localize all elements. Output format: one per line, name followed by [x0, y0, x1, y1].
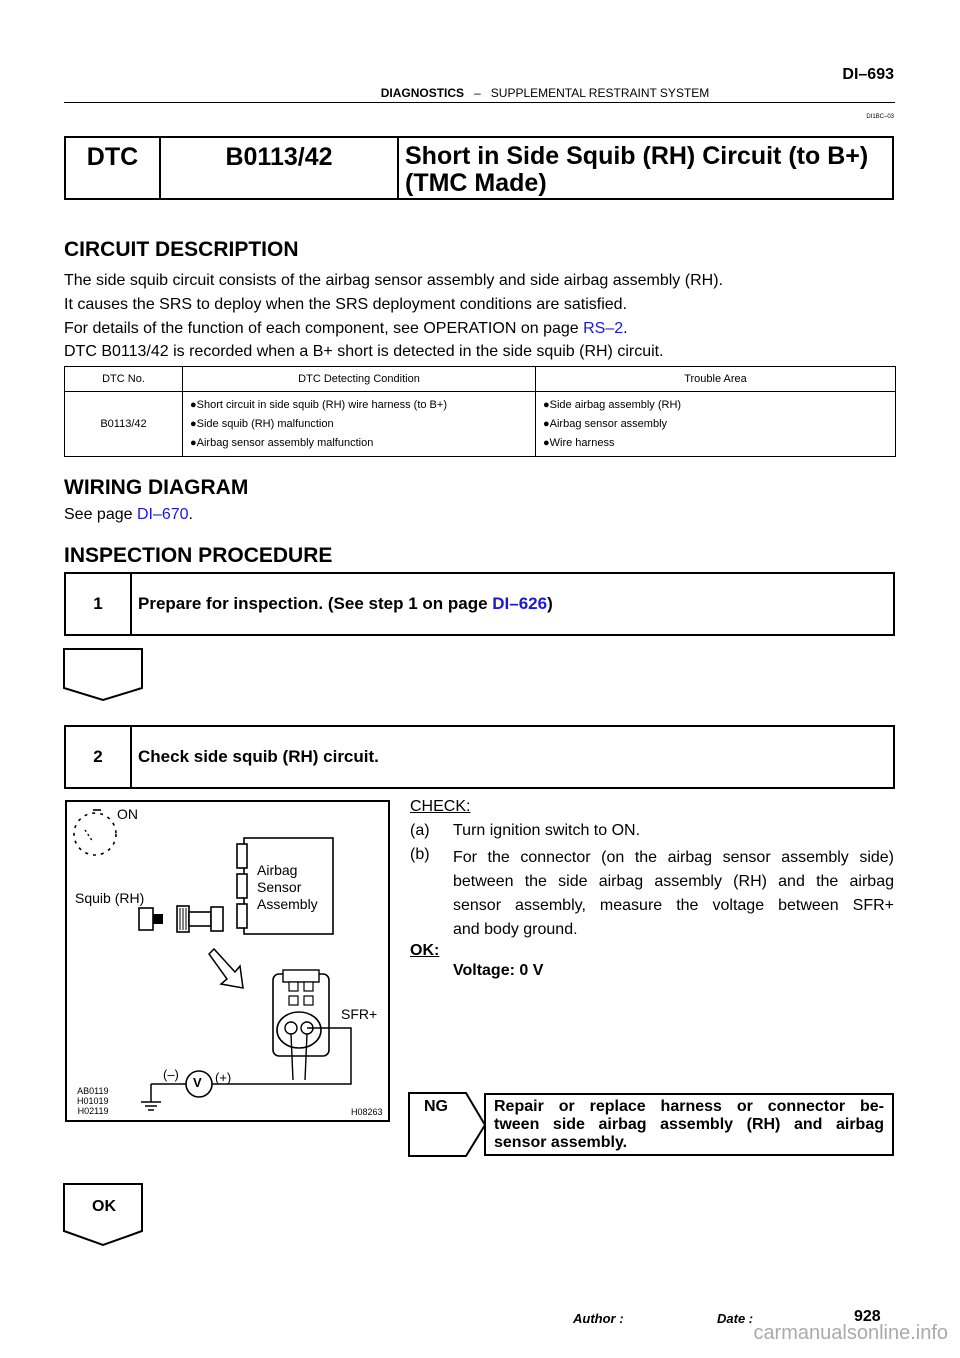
th-condition: DTC Detecting Condition	[182, 366, 536, 392]
check-b-line: and body ground.	[453, 921, 578, 938]
step-2-box: 2 Check side squib (RH) circuit.	[64, 725, 895, 789]
dtc-label: DTC	[66, 138, 161, 198]
fig-label-positive: (+)	[215, 1070, 232, 1085]
airbag-sensor-assembly-shape	[236, 837, 334, 935]
connector-body-shape	[272, 969, 330, 1081]
rs-2-link[interactable]: RS–2	[583, 320, 624, 337]
subsection-title: SUPPLEMENTAL RESTRAINT SYSTEM	[490, 86, 710, 100]
cell-dtc-no: B0113/42	[64, 391, 183, 457]
voltmeter-icon: V	[193, 1075, 202, 1090]
step-2-number: 2	[66, 727, 132, 787]
ng-line: Repair or replace harness or connector b…	[494, 1098, 884, 1115]
figure-drawing	[73, 809, 352, 1111]
ng-label: NG	[424, 1098, 448, 1115]
desc-line-4: DTC B0113/42 is recorded when a B+ short…	[64, 343, 664, 360]
check-heading: CHECK:	[410, 798, 471, 815]
check-b-label: (b)	[410, 846, 430, 863]
squib-connector-shape	[138, 905, 224, 933]
fig-label-airbag-sensor: Airbag Sensor Assembly	[257, 862, 318, 913]
direction-arrow-icon	[208, 947, 244, 989]
check-b-line: sensor assembly, measure the voltage bet…	[453, 897, 894, 914]
area-item: ●Wire harness	[543, 436, 615, 449]
fig-label-squib: Squib (RH)	[75, 890, 145, 906]
desc-line-3-text: For details of the function of each comp…	[64, 320, 584, 337]
fig-code: AB0119	[77, 1086, 109, 1096]
step-1-label: Prepare for inspection. (See step 1 on p…	[138, 594, 493, 613]
desc-line-1: The side squib circuit consists of the a…	[64, 272, 723, 289]
check-b-text: For the connector (on the airbag sensor …	[453, 846, 894, 942]
ng-action-box: Repair or replace harness or connector b…	[484, 1093, 894, 1156]
check-a-label: (a)	[410, 822, 430, 839]
condition-item: ●Side squib (RH) malfunction	[190, 417, 334, 430]
wiring-prefix: See page	[64, 506, 137, 523]
fig-codes: AB0119 H01019 H02119	[77, 1086, 109, 1116]
inspection-figure: ON Squib (RH) Airbag Sensor Assembly SFR…	[65, 800, 390, 1122]
footer-date: Date :	[717, 1311, 754, 1326]
airbag-label-line2: Sensor	[257, 879, 302, 895]
cell-conditions: ●Short circuit in side squib (RH) wire h…	[182, 391, 536, 457]
desc-line-3-period: .	[623, 320, 628, 337]
th-dtc-no: DTC No.	[64, 366, 183, 392]
fig-id: H08263	[351, 1107, 383, 1117]
header-rule	[64, 102, 895, 103]
condition-item: ●Airbag sensor assembly malfunction	[190, 436, 374, 449]
fig-code: H02119	[77, 1106, 109, 1116]
ref-code: DI1BC–03	[866, 114, 894, 120]
dtc-table: DTC No. DTC Detecting Condition Trouble …	[64, 366, 896, 457]
ng-arrow-shape	[408, 1092, 487, 1157]
area-item: ●Airbag sensor assembly	[543, 417, 668, 430]
wiring-period: .	[188, 506, 193, 523]
desc-line-3: For details of the function of each comp…	[64, 320, 628, 338]
inspection-heading: INSPECTION PROCEDURE	[64, 544, 333, 567]
table-row: B0113/42 ●Short circuit in side squib (R…	[64, 391, 896, 457]
step-1-text: Prepare for inspection. (See step 1 on p…	[138, 574, 553, 634]
dtc-title-line2: (TMC Made)	[405, 169, 547, 197]
footer-author: Author :	[573, 1311, 624, 1326]
check-b-line: For the connector (on the airbag sensor …	[453, 849, 894, 866]
watermark: carmanualsonline.info	[753, 1322, 948, 1344]
ok-arrow-shape	[63, 1183, 143, 1247]
circuit-description-heading: CIRCUIT DESCRIPTION	[64, 238, 299, 261]
cell-areas: ●Side airbag assembly (RH) ●Airbag senso…	[535, 391, 896, 457]
continue-arrow-shape	[63, 648, 143, 702]
condition-item: ●Short circuit in side squib (RH) wire h…	[190, 398, 447, 411]
dtc-title-line1: Short in Side Squib (RH) Circuit (to B+)	[405, 142, 869, 170]
ng-line: tween side airbag assembly (RH) and airb…	[494, 1116, 884, 1133]
th-trouble-area: Trouble Area	[535, 366, 896, 392]
voltmeter-wiring	[141, 1027, 352, 1111]
check-b-line: between the side airbag assembly (RH) an…	[453, 873, 894, 890]
step-1-close: )	[547, 594, 553, 613]
airbag-label-line1: Airbag	[257, 862, 298, 878]
desc-line-2: It causes the SRS to deploy when the SRS…	[64, 296, 627, 313]
table-header-row: DTC No. DTC Detecting Condition Trouble …	[64, 366, 896, 392]
section-title: DIAGNOSTICS	[380, 86, 465, 100]
airbag-label-line3: Assembly	[257, 896, 318, 912]
ng-line: sensor assembly.	[494, 1134, 628, 1151]
wiring-heading: WIRING DIAGRAM	[64, 476, 249, 499]
fig-code: H01019	[77, 1096, 109, 1106]
ignition-switch-icon	[73, 809, 117, 856]
check-a-text: Turn ignition switch to ON.	[453, 822, 641, 839]
dtc-code: B0113/42	[161, 138, 399, 198]
dtc-title-box: DTC B0113/42 Short in Side Squib (RH) Ci…	[64, 136, 894, 200]
fig-label-on: ON	[117, 806, 138, 822]
header-dash: –	[474, 86, 481, 100]
step-1-number: 1	[66, 574, 132, 634]
page-id: DI–693	[842, 66, 894, 83]
wiring-text: See page DI–670.	[64, 506, 193, 524]
step-2-text: Check side squib (RH) circuit.	[138, 747, 379, 766]
dtc-title: Short in Side Squib (RH) Circuit (to B+)…	[399, 138, 892, 198]
ok-value: Voltage: 0 V	[453, 962, 544, 979]
ok-heading: OK:	[410, 942, 440, 959]
fig-label-negative: (–)	[163, 1067, 179, 1082]
footer-page: 928	[854, 1308, 881, 1325]
area-item: ●Side airbag assembly (RH)	[543, 398, 682, 411]
di-626-link[interactable]: DI–626	[492, 594, 548, 613]
running-header: DIAGNOSTICS – SUPPLEMENTAL RESTRAINT SYS…	[0, 86, 960, 100]
di-670-link[interactable]: DI–670	[136, 506, 189, 523]
step-1-box: 1 Prepare for inspection. (See step 1 on…	[64, 572, 895, 636]
ok-label: OK	[92, 1198, 116, 1215]
fig-label-sfr: SFR+	[341, 1006, 378, 1022]
